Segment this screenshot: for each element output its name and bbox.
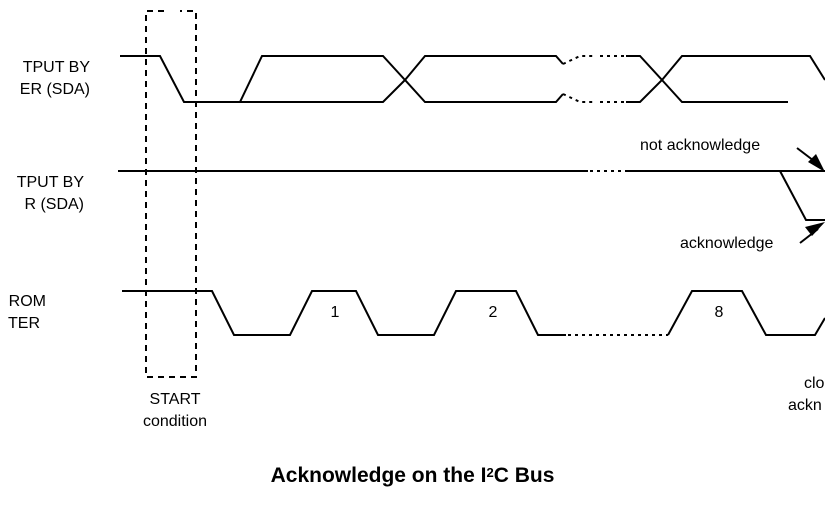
clock-ack-label-line2: ackn [788,397,822,414]
scl-clock-waveform [122,290,825,336]
clock-pulse-label: 2 [488,304,498,321]
signal-label-line2: R (SDA) [24,196,84,213]
signal-label-line1: TPUT BY [22,59,90,76]
figure-caption: Acknowledge on the I2C Bus [0,462,825,490]
clock-pulse-label: 8 [714,304,724,321]
acknowledge-label: acknowledge [680,235,774,252]
sda-receiver-waveform [118,170,825,221]
signal-label-line2: ER (SDA) [19,81,90,98]
start-condition-box [145,10,197,378]
acknowledge-arrow [799,222,825,244]
caption-superscript: 2 [486,465,494,480]
signal-label-line1: ROM [8,293,46,310]
sda-transmitter-waveform [120,55,825,103]
start-condition-label-line2: condition [142,413,208,430]
caption-prefix: Acknowledge on the I [270,464,487,487]
not-acknowledge-arrow [796,147,825,172]
clock-ack-label-line1: clo [804,375,825,392]
signal-label-line1: TPUT BY [16,174,84,191]
signal-label-line2: TER [8,315,40,332]
not-acknowledge-label: not acknowledge [640,137,761,154]
caption-suffix: C Bus [493,464,555,487]
start-condition-label-line1: START [149,391,201,408]
clock-pulse-label: 1 [330,304,340,321]
